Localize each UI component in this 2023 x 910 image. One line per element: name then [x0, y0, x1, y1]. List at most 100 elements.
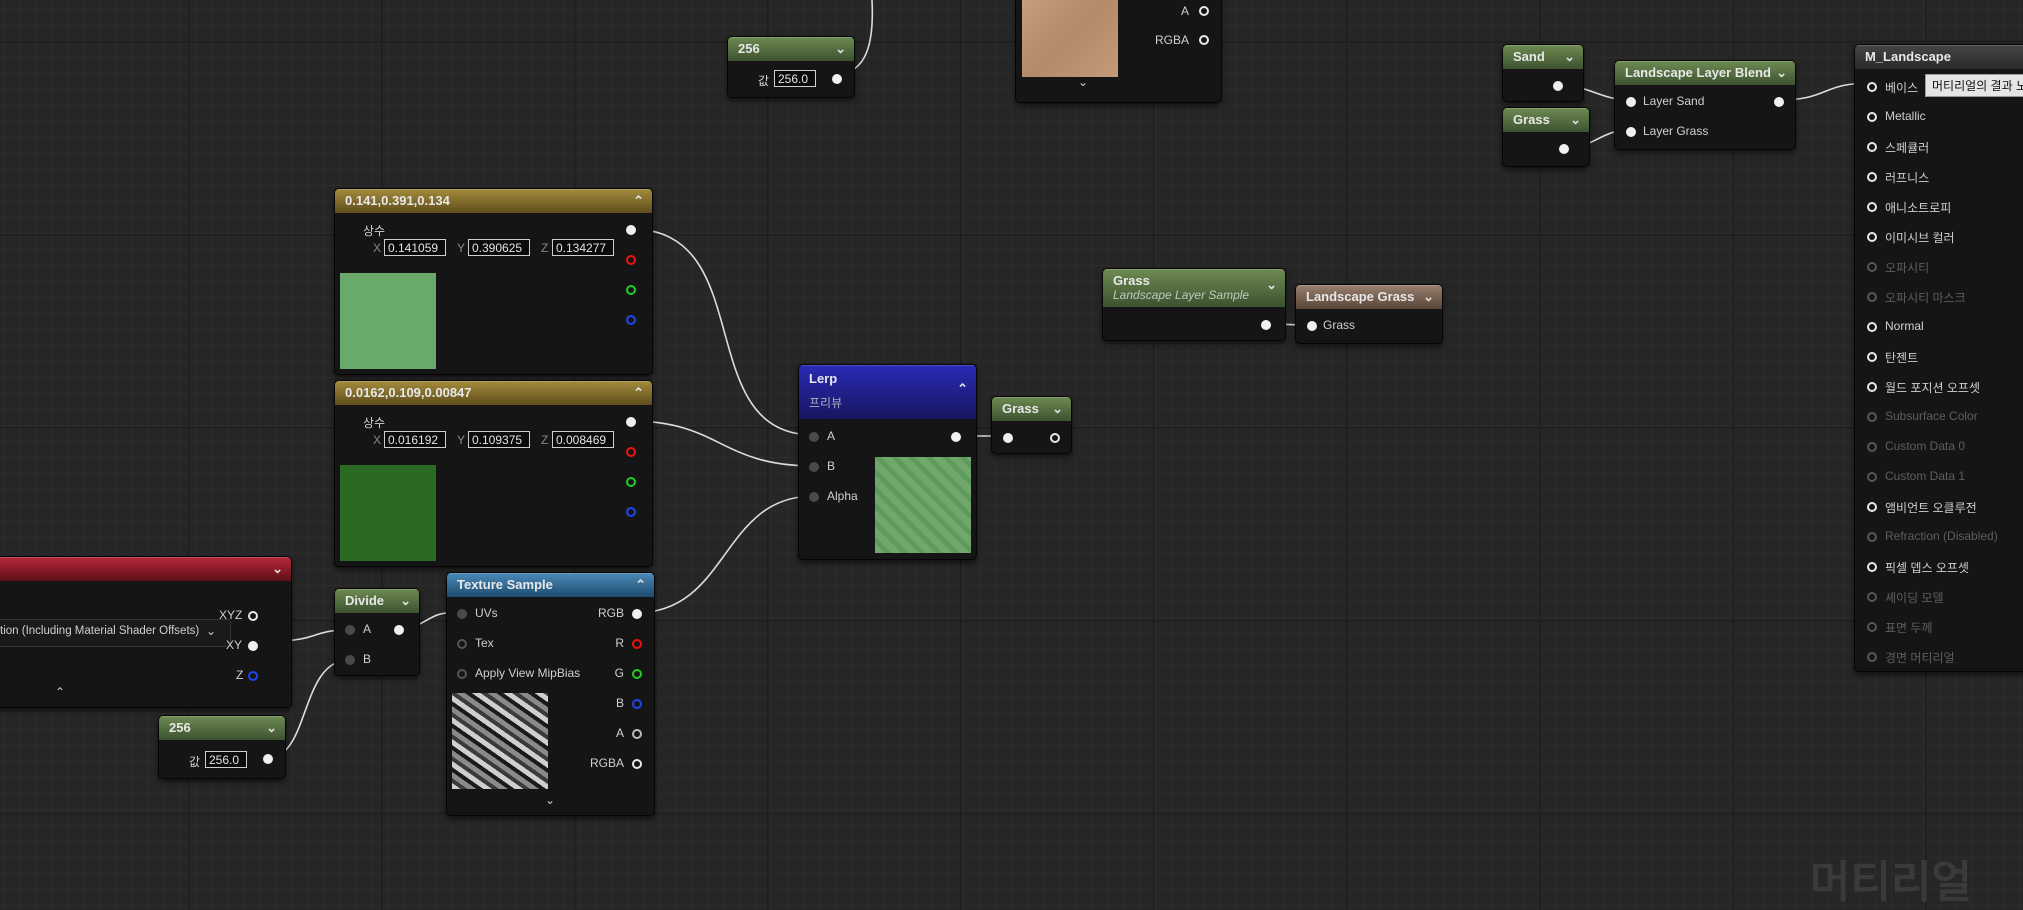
input-pin-uvs[interactable] [457, 609, 467, 619]
input-pin-a[interactable] [809, 432, 819, 442]
collapse-chevron-icon[interactable]: ⌄ [1570, 112, 1581, 127]
sand-parameter-node[interactable]: Sand⌄ [1502, 44, 1584, 102]
node-header[interactable]: Lerp ⌃ 프리뷰 [799, 365, 976, 419]
divide-node[interactable]: Divide⌄ A B [334, 588, 420, 676]
material-input-pin[interactable] [1867, 82, 1877, 92]
z-value-field[interactable]: 0.134277 [552, 239, 614, 256]
texture-sample-node-top[interactable]: A RGBA ⌄ [1015, 0, 1222, 103]
output-pin[interactable] [832, 74, 842, 84]
lerp-node[interactable]: Lerp ⌃ 프리뷰 A B Alpha [798, 364, 977, 560]
output-pin-rgba[interactable] [1199, 35, 1209, 45]
material-input-pin[interactable] [1867, 412, 1877, 422]
output-pin[interactable] [951, 432, 961, 442]
material-input-pin[interactable] [1867, 202, 1877, 212]
value-field[interactable]: 256.0 [774, 70, 816, 87]
node-header[interactable]: Landscape Layer Blend⌄ [1615, 61, 1795, 85]
output-pin-z[interactable] [248, 671, 258, 681]
node-header[interactable]: 0.141,0.391,0.134⌃ [335, 189, 652, 213]
output-pin[interactable] [1050, 433, 1060, 443]
collapse-chevron-icon[interactable]: ⌃ [633, 193, 644, 208]
collapse-chevron-icon[interactable]: ⌄ [1423, 289, 1434, 304]
node-header[interactable]: Grass ⌄ Landscape Layer Sample [1103, 269, 1285, 307]
collapse-chevron-icon[interactable]: ⌄ [1052, 401, 1063, 416]
output-pin[interactable] [1559, 144, 1569, 154]
collapse-chevron-icon[interactable]: ⌄ [835, 41, 846, 56]
world-position-node[interactable]: ⌄ XYZ tion (Including Material Shader Of… [0, 556, 292, 708]
output-pin-g[interactable] [626, 285, 636, 295]
material-input-pin[interactable] [1867, 562, 1877, 572]
material-input-pin[interactable] [1867, 592, 1877, 602]
expand-chevron-icon[interactable]: ⌄ [1078, 75, 1089, 89]
output-pin-g[interactable] [626, 477, 636, 487]
material-input-pin[interactable] [1867, 382, 1877, 392]
material-input-pin[interactable] [1867, 442, 1877, 452]
output-pin-rgb[interactable] [626, 225, 636, 235]
material-input-pin[interactable] [1867, 502, 1877, 512]
output-pin-a[interactable] [1199, 6, 1209, 16]
collapse-chevron-icon[interactable]: ⌃ [635, 577, 646, 592]
output-pin[interactable] [1553, 81, 1563, 91]
material-input-pin[interactable] [1867, 652, 1877, 662]
input-pin[interactable] [1003, 433, 1013, 443]
input-pin-b[interactable] [345, 655, 355, 665]
output-pin[interactable] [1774, 97, 1784, 107]
output-pin-r[interactable] [632, 639, 642, 649]
output-pin-rgba[interactable] [632, 759, 642, 769]
node-header[interactable]: Sand⌄ [1503, 45, 1583, 69]
shader-offset-dropdown[interactable]: tion (Including Material Shader Offsets)… [0, 619, 231, 647]
collapse-chevron-icon[interactable]: ⌄ [272, 561, 283, 576]
node-header[interactable]: Divide⌄ [335, 589, 419, 613]
x-value-field[interactable]: 0.016192 [384, 431, 446, 448]
output-pin[interactable] [263, 754, 273, 764]
landscape-layer-blend-node[interactable]: Landscape Layer Blend⌄ Layer Sand Layer … [1614, 60, 1796, 150]
node-header[interactable]: 256⌄ [728, 37, 854, 61]
material-input-pin[interactable] [1867, 112, 1877, 122]
node-header[interactable]: Landscape Grass⌄ [1296, 285, 1442, 309]
output-pin[interactable] [394, 625, 404, 635]
node-header[interactable]: Grass⌄ [992, 397, 1071, 421]
expand-chevron-icon[interactable]: ⌄ [545, 793, 556, 807]
constant-256-node-bottom[interactable]: 256⌄ 값 256.0 [158, 715, 286, 779]
grass-parameter-node[interactable]: Grass⌄ [1502, 107, 1590, 167]
node-header[interactable]: Texture Sample⌃ [447, 573, 654, 597]
output-pin-r[interactable] [626, 255, 636, 265]
material-input-pin[interactable] [1867, 172, 1877, 182]
output-pin-rgb[interactable] [632, 609, 642, 619]
material-input-pin[interactable] [1867, 322, 1877, 332]
input-pin-grass[interactable] [1307, 321, 1317, 331]
z-value-field[interactable]: 0.008469 [552, 431, 614, 448]
output-pin-b[interactable] [626, 507, 636, 517]
material-input-pin[interactable] [1867, 532, 1877, 542]
collapse-chevron-icon[interactable]: ⌄ [266, 720, 277, 735]
material-input-pin[interactable] [1867, 232, 1877, 242]
y-value-field[interactable]: 0.390625 [468, 239, 530, 256]
material-input-pin[interactable] [1867, 622, 1877, 632]
node-header[interactable]: M_Landscape [1855, 45, 2023, 69]
output-pin-g[interactable] [632, 669, 642, 679]
collapse-chevron-icon[interactable]: ⌄ [1776, 65, 1787, 80]
output-pin-r[interactable] [626, 447, 636, 457]
material-input-pin[interactable] [1867, 262, 1877, 272]
input-pin-layer-grass[interactable] [1626, 127, 1636, 137]
material-input-pin[interactable] [1867, 292, 1877, 302]
constant3vector-node-2[interactable]: 0.0162,0.109,0.00847⌃ 상수 X 0.016192 Y 0.… [334, 380, 653, 567]
output-pin-rgb[interactable] [626, 417, 636, 427]
output-pin-b[interactable] [626, 315, 636, 325]
input-pin-a[interactable] [345, 625, 355, 635]
output-pin[interactable] [1261, 320, 1271, 330]
constant-256-node-top[interactable]: 256⌄ 값 256.0 [727, 36, 855, 98]
input-pin-alpha[interactable] [809, 492, 819, 502]
collapse-chevron-icon[interactable]: ⌄ [1564, 49, 1575, 64]
landscape-layer-sample-node[interactable]: Grass ⌄ Landscape Layer Sample [1102, 268, 1286, 341]
collapse-chevron-icon[interactable]: ⌃ [957, 381, 968, 396]
node-header[interactable]: Grass⌄ [1503, 108, 1589, 132]
material-input-pin[interactable] [1867, 352, 1877, 362]
collapse-chevron-icon[interactable]: ⌄ [400, 593, 411, 608]
material-input-pin[interactable] [1867, 472, 1877, 482]
texture-sample-node[interactable]: Texture Sample⌃ UVs Tex Apply View MipBi… [446, 572, 655, 816]
material-input-pin[interactable] [1867, 142, 1877, 152]
x-value-field[interactable]: 0.141059 [384, 239, 446, 256]
collapse-chevron-icon[interactable]: ⌃ [633, 385, 644, 400]
node-header[interactable]: 256⌄ [159, 716, 285, 740]
